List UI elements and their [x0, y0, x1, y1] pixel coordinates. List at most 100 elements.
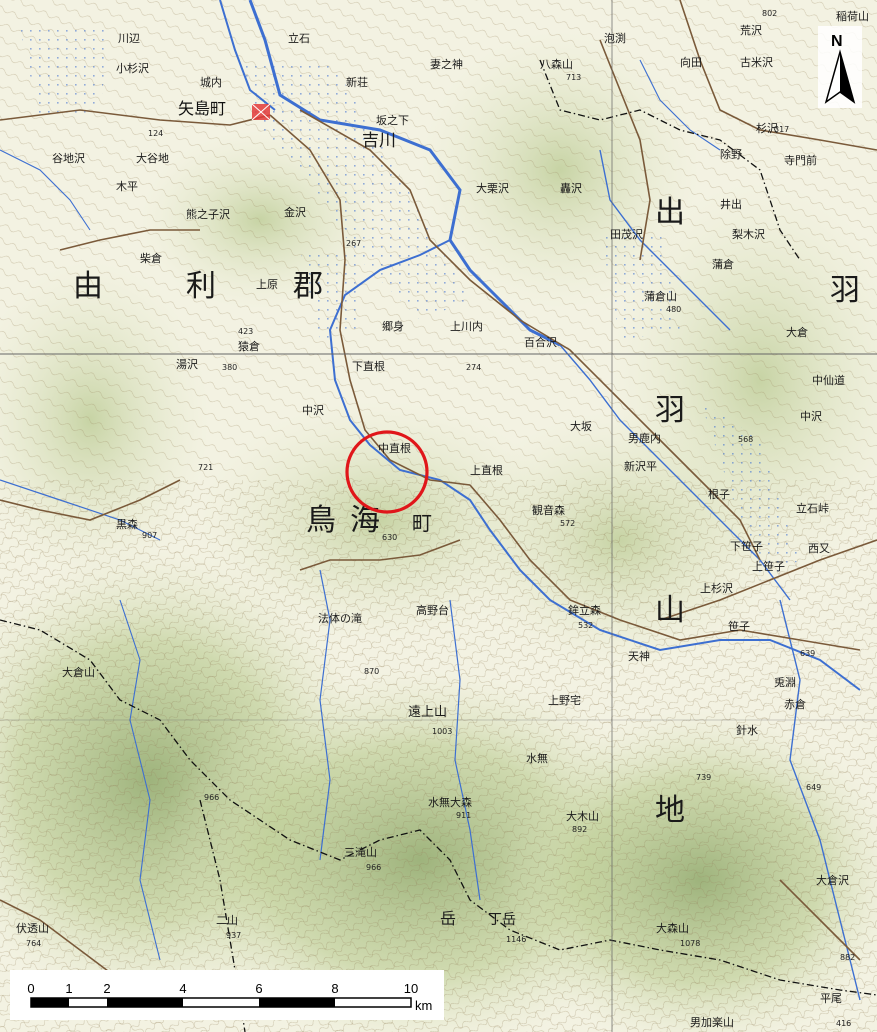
place-label: 蒲倉山: [644, 289, 677, 303]
place-label: 湯沢: [176, 357, 198, 371]
place-label: 小杉沢: [116, 61, 149, 75]
place-label: 轟沢: [560, 181, 582, 195]
elevation-label: 124: [148, 129, 163, 138]
place-label: 向田: [680, 55, 702, 69]
town-label: 矢島町: [178, 99, 226, 118]
region-label-dewa-2: 羽: [830, 273, 860, 308]
elevation-label: 966: [204, 793, 219, 802]
elevation-label: 572: [560, 519, 575, 528]
elevation-label: 274: [466, 363, 481, 372]
place-label: 下直根: [352, 359, 385, 373]
place-label: 大倉: [786, 325, 808, 339]
place-label: 上直根: [470, 463, 503, 477]
elevation-label: 937: [226, 931, 241, 940]
elevation-label: 966: [366, 863, 381, 872]
place-label: 笹子: [728, 620, 750, 633]
place-label: 古米沢: [740, 55, 773, 69]
place-label: 除野: [720, 147, 742, 161]
place-label: 観音森: [532, 503, 565, 517]
place-label: 妻之神: [430, 57, 463, 71]
place-label: 大木山: [566, 809, 599, 823]
place-label: 兎淵: [774, 676, 796, 689]
place-label: 吉川: [362, 131, 396, 151]
place-label: 大谷地: [136, 151, 169, 165]
place-label: 法体の滝: [318, 611, 362, 625]
elevation-labels: 423 267 380 124 274 480 568 572 630 721 …: [26, 9, 855, 1028]
place-label: 大倉沢: [816, 873, 849, 887]
region-label-yuri-1: 由: [73, 269, 103, 304]
place-label: 高野台: [416, 603, 449, 617]
place-label: 郷身: [382, 319, 404, 333]
place-label: 立石: [288, 31, 310, 45]
place-label: 中仙道: [812, 373, 845, 387]
place-label: 大栗沢: [476, 181, 509, 195]
elevation-label: 739: [696, 773, 711, 782]
elevation-label: 639: [800, 649, 815, 658]
place-label: 梨木沢: [732, 227, 765, 241]
elevation-label: 1078: [680, 939, 700, 948]
place-label: 稲荷山: [836, 10, 869, 23]
place-label: 大倉山: [62, 665, 95, 679]
scale-tick-label: 1: [65, 981, 72, 996]
town-marker: [251, 103, 271, 121]
place-label: 蒲倉: [712, 257, 734, 271]
place-label: 城内: [200, 75, 222, 89]
scale-tick-label: 4: [179, 981, 186, 996]
place-label: 二山: [216, 914, 238, 927]
place-labels: 川辺 立石 小杉沢 城内 新荘 妻之神 八森山 泡渕 向田 古米沢 荒沢 坂之下…: [16, 10, 869, 1029]
scale-tick-label: 10: [404, 981, 418, 996]
place-label: 立石峠: [796, 501, 829, 515]
region-label-yuri-2: 利: [186, 269, 216, 304]
region-label-yuri-3: 郡: [293, 269, 323, 304]
north-arrow-icon: N: [818, 26, 862, 108]
place-label: 下笹子: [730, 540, 763, 553]
elevation-label: 532: [578, 621, 593, 630]
region-label-sanchi-1: 山: [655, 593, 685, 628]
place-label: 遠上山: [408, 705, 447, 720]
place-label: 谷地沢: [52, 151, 85, 165]
place-label: 三滝山: [344, 846, 377, 859]
place-label: 大坂: [570, 419, 592, 433]
place-label: 坂之下: [376, 113, 409, 127]
place-label: 水無: [526, 751, 548, 765]
place-label: 寺門前: [784, 153, 817, 167]
place-label: 井出: [720, 197, 742, 211]
scale-tick-label: 6: [255, 981, 262, 996]
elevation-label: 1146: [506, 935, 526, 944]
elevation-label: 870: [364, 667, 379, 676]
highlight-circle: [345, 430, 429, 514]
elevation-label: 764: [26, 939, 41, 948]
elevation-label: 713: [566, 73, 581, 82]
region-label-chokai-3: 町: [412, 511, 432, 535]
place-label: 田茂沢: [610, 227, 643, 241]
place-label: 鉾立森: [568, 603, 601, 617]
elevation-label: 630: [382, 533, 397, 542]
place-label: 川辺: [118, 32, 140, 45]
elevation-label: 568: [738, 435, 753, 444]
elevation-label: 911: [456, 811, 471, 820]
place-label: 平尾: [820, 992, 842, 1005]
place-label: 中直根: [378, 441, 411, 455]
place-label: 百合沢: [524, 335, 557, 349]
place-label: 金沢: [284, 205, 306, 219]
scale-tick-label: 2: [103, 981, 110, 996]
place-label: 黒森: [116, 517, 138, 531]
place-label: 西又: [808, 542, 830, 555]
place-label: 上原: [256, 278, 278, 291]
elevation-label: 267: [346, 239, 361, 248]
place-label: 赤倉: [784, 697, 806, 711]
place-label: 熊之子沢: [186, 207, 230, 221]
elevation-label: 416: [836, 1019, 851, 1028]
place-label: 中沢: [800, 409, 822, 423]
place-label: 根子: [708, 487, 730, 501]
scale-tick-label: 8: [331, 981, 338, 996]
north-label: N: [831, 33, 843, 50]
place-label: 泡渕: [604, 31, 626, 45]
elevation-label: 423: [238, 327, 253, 336]
place-label: 杉沢: [756, 121, 778, 135]
road-network: [0, 0, 877, 981]
region-label-dewa-1: 出: [655, 195, 685, 230]
